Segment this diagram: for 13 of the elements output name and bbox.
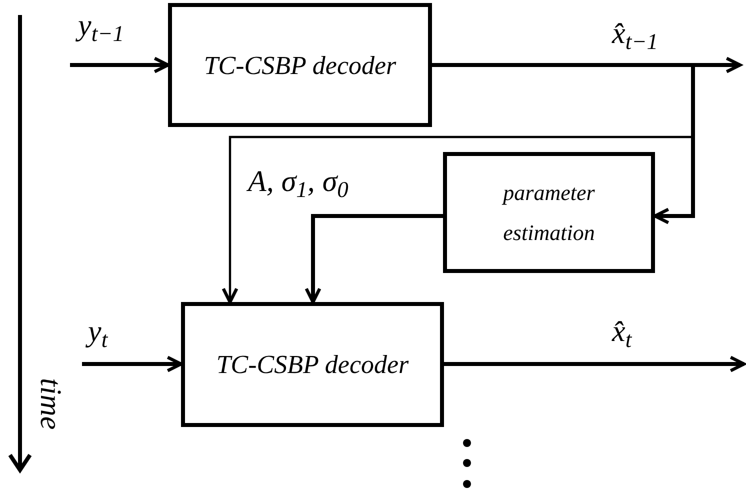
axis-label: time	[34, 378, 66, 430]
box-label: parameter estimation	[501, 178, 596, 246]
box-label: TC-CSBP decoder	[216, 349, 409, 381]
arrow	[444, 356, 746, 372]
process-box	[168, 3, 432, 127]
process-box	[443, 152, 655, 273]
process-box	[181, 302, 444, 427]
arrow	[82, 356, 183, 372]
arrow	[70, 56, 170, 74]
arrow	[222, 64, 694, 304]
arrow	[432, 63, 695, 224]
arrow	[304, 214, 443, 304]
box-label: TC-CSBP decoder	[204, 50, 396, 82]
